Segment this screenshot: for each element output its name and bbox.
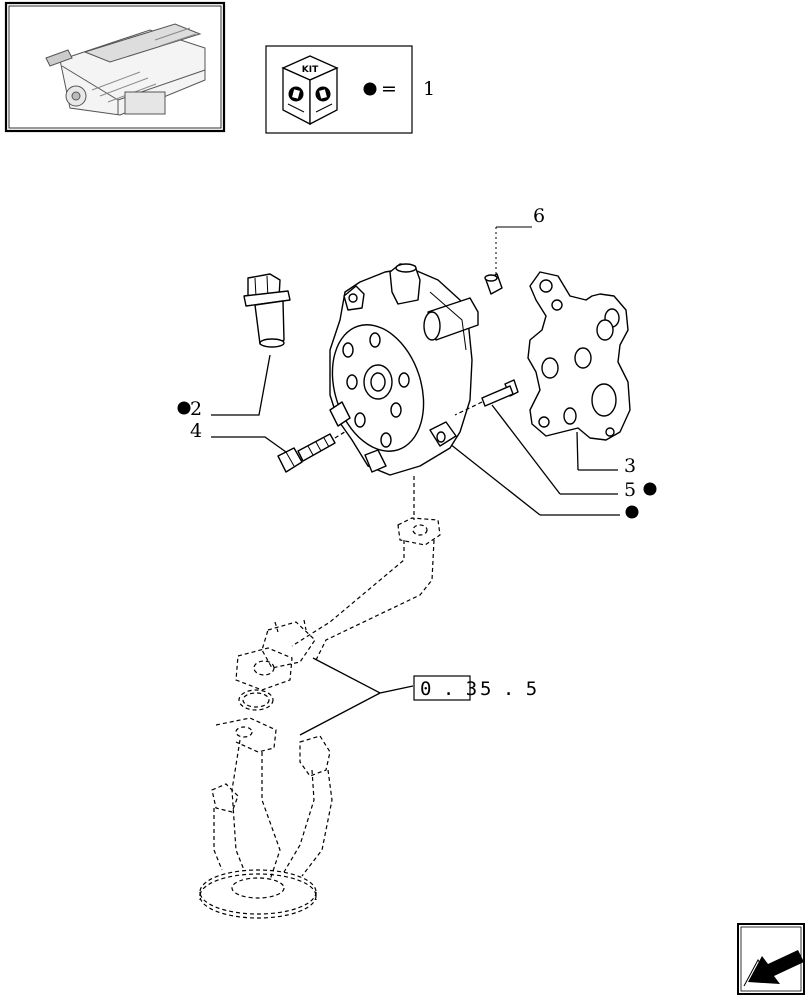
kit-cube-icon (281, 55, 339, 126)
engine-thumbnail (4, 1, 226, 133)
section-reference: 0 . 3 5 . 5 (413, 675, 537, 701)
leader-lines (211, 226, 620, 736)
engine-thumbnail-drawing (45, 23, 206, 116)
callout-3: 3 (624, 455, 636, 477)
suction-pipe-assembly (199, 476, 441, 919)
kit-logo-text: KIT (302, 65, 319, 75)
oil-pump-kit-marker (625, 505, 639, 519)
callout-2: 2 (190, 398, 202, 420)
callout-5-kit-marker (643, 482, 657, 496)
section-reference-rest: 5 . 5 (480, 678, 537, 700)
section-reference-boxed: 0 . 3 (420, 678, 477, 700)
oil-pump-body (329, 263, 479, 476)
section-reference-box (413, 675, 471, 701)
callout-6: 6 (533, 205, 545, 227)
bolt-4-part (277, 414, 373, 473)
gasket-3-part (527, 271, 631, 441)
callout-2-kit-marker (177, 401, 191, 415)
bolt-5-part (454, 379, 519, 416)
kit-dot-marker (363, 82, 377, 96)
next-page-arrow-icon[interactable] (737, 923, 805, 995)
kit-equals: = (381, 78, 397, 100)
plug-part (243, 273, 291, 348)
pin-6-part (484, 273, 503, 295)
callout-5: 5 (624, 479, 636, 501)
kit-number: 1 (423, 78, 435, 100)
kit-legend: KIT = 1 (265, 45, 435, 134)
callout-4: 4 (190, 420, 202, 442)
